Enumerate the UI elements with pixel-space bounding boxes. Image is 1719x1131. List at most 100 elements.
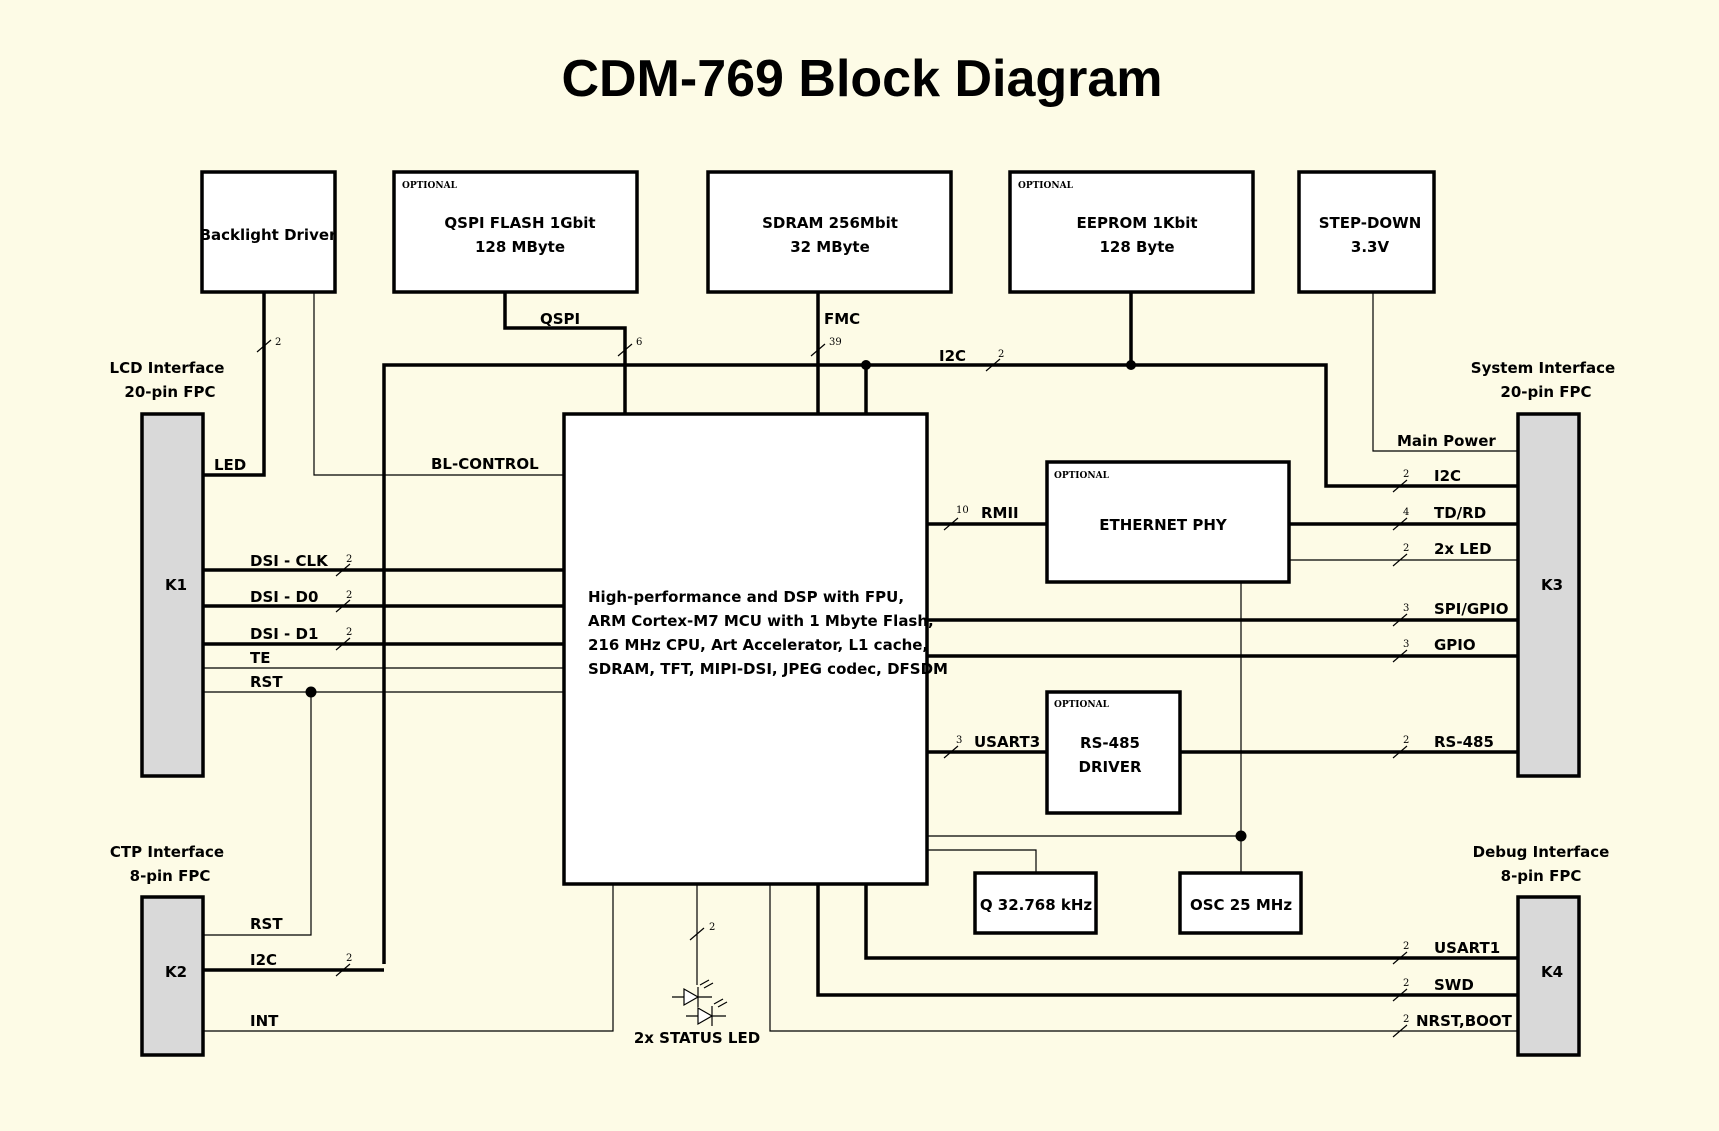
- signal-dsi-clk: DSI - CLK: [250, 552, 329, 570]
- signal-fmc: FMC: [824, 310, 860, 328]
- width-usart3: 3: [956, 735, 962, 746]
- width-status-led: 2: [709, 922, 715, 933]
- int-wire: [203, 884, 614, 1032]
- signal-rst-ctp: RST: [250, 915, 283, 933]
- osc32-block: Q 32.768 kHz: [973, 871, 1098, 935]
- usart1-wire: [864, 884, 1518, 960]
- width-usart1: 2: [1403, 941, 1409, 952]
- width-nrst-boot: 2: [1403, 1014, 1409, 1025]
- width-qspi: 6: [636, 337, 642, 348]
- width-dsi-d0: 2: [346, 590, 352, 601]
- ethernet-phy-label: ETHERNET PHY: [1099, 516, 1228, 534]
- junction-dot: [1235, 830, 1247, 842]
- rs485-driver-label-2: DRIVER: [1079, 758, 1142, 776]
- k2-title-1: CTP Interface: [110, 843, 224, 861]
- signal-i2c-ctp: I2C: [250, 951, 277, 969]
- optional-tag: OPTIONAL: [1018, 181, 1074, 191]
- ethernet-phy-block: OPTIONAL ETHERNET PHY: [1045, 460, 1291, 584]
- k1-label: K1: [165, 576, 187, 594]
- signal-rs485: RS-485: [1434, 733, 1494, 751]
- width-i2c-bus: 2: [998, 349, 1004, 360]
- eeprom-label-2: 128 Byte: [1099, 238, 1174, 256]
- signal-int: INT: [250, 1012, 279, 1030]
- mcu-desc-2: ARM Cortex-M7 MCU with 1 Mbyte Flash,: [588, 612, 934, 630]
- stepdown-label-2: 3.3V: [1351, 238, 1390, 256]
- width-dsi-d1: 2: [346, 627, 352, 638]
- signal-led: LED: [214, 456, 246, 474]
- signal-usart1: USART1: [1434, 939, 1500, 957]
- k2-label: K2: [165, 963, 187, 981]
- swd-wire: [816, 884, 1518, 997]
- k4-connector: Debug Interface 8-pin FPC K4: [1473, 843, 1610, 1057]
- rs485-driver-label-1: RS-485: [1080, 734, 1140, 752]
- osc32-label: Q 32.768 kHz: [980, 896, 1093, 914]
- width-i2c-ctp: 2: [346, 953, 352, 964]
- signal-i2c-sys: I2C: [1434, 467, 1461, 485]
- signal-te: TE: [250, 649, 270, 667]
- signal-qspi: QSPI: [540, 310, 580, 328]
- optional-tag: OPTIONAL: [1054, 700, 1110, 710]
- stepdown-label-1: STEP-DOWN: [1319, 214, 1422, 232]
- signal-gpio: GPIO: [1434, 636, 1476, 654]
- i2c-bus-wire: [382, 363, 1518, 964]
- sdram-label-2: 32 MByte: [790, 238, 870, 256]
- bus-widths: 2 6 39 2 2 2 2 2 10 3 2 2 4 2 3 3 2 2 2 …: [275, 337, 1409, 1025]
- backlight-driver-block: Backlight Driver: [200, 170, 337, 294]
- k2-title-2: 8-pin FPC: [130, 867, 211, 885]
- signal-main-power: Main Power: [1397, 432, 1496, 450]
- mcu-block: High-performance and DSP with FPU, ARM C…: [562, 412, 948, 886]
- optional-tag: OPTIONAL: [402, 181, 458, 191]
- backlight-driver-label: Backlight Driver: [200, 226, 337, 244]
- mcu-desc-4: SDRAM, TFT, MIPI-DSI, JPEG codec, DFSDM: [588, 660, 948, 678]
- eeprom-label-1: EEPROM 1Kbit: [1076, 214, 1197, 232]
- qspi-wire: [503, 292, 627, 414]
- k1-connector: LCD Interface 20-pin FPC K1: [110, 359, 225, 778]
- width-rmii: 10: [956, 505, 969, 516]
- rst-ctp-wire: [203, 692, 312, 936]
- stepdown-block: STEP-DOWN 3.3V: [1297, 170, 1436, 294]
- width-led2x: 2: [1403, 543, 1409, 554]
- k2-connector: CTP Interface 8-pin FPC K2: [110, 843, 224, 1057]
- k3-title-1: System Interface: [1471, 359, 1615, 377]
- qspi-flash-label-2: 128 MByte: [475, 238, 565, 256]
- k3-title-2: 20-pin FPC: [1500, 383, 1591, 401]
- page-title: CDM-769 Block Diagram: [561, 50, 1162, 108]
- width-swd: 2: [1403, 978, 1409, 989]
- width-gpio: 3: [1403, 639, 1409, 650]
- qspi-flash-label-1: QSPI FLASH 1Gbit: [444, 214, 595, 232]
- status-led-label: 2x STATUS LED: [634, 1029, 760, 1047]
- signal-tdrd: TD/RD: [1434, 504, 1486, 522]
- signal-spi-gpio: SPI/GPIO: [1434, 600, 1509, 618]
- signal-dsi-d1: DSI - D1: [250, 625, 318, 643]
- signal-rst-lcd: RST: [250, 673, 283, 691]
- bus-slashes: [256, 339, 1408, 1038]
- width-spi-gpio: 3: [1403, 603, 1409, 614]
- width-dsi-clk: 2: [346, 554, 352, 565]
- signal-usart3: USART3: [974, 733, 1040, 751]
- signal-rmii: RMII: [981, 504, 1019, 522]
- k4-title-1: Debug Interface: [1473, 843, 1610, 861]
- signal-bl-control: BL-CONTROL: [431, 455, 539, 473]
- wires: [203, 292, 1518, 1032]
- k3-label: K3: [1541, 576, 1563, 594]
- led-wire: [203, 292, 266, 477]
- eeprom-block: OPTIONAL EEPROM 1Kbit 128 Byte: [1008, 170, 1255, 294]
- k4-label: K4: [1541, 963, 1563, 981]
- qspi-flash-block: OPTIONAL QSPI FLASH 1Gbit 128 MByte: [392, 170, 639, 294]
- width-tdrd: 4: [1403, 507, 1409, 518]
- width-led: 2: [275, 337, 281, 348]
- signal-dsi-d0: DSI - D0: [250, 588, 318, 606]
- bl-control-wire: [313, 292, 564, 476]
- nrst-boot-wire: [769, 884, 1518, 1032]
- k1-title-2: 20-pin FPC: [124, 383, 215, 401]
- signal-swd: SWD: [1434, 976, 1474, 994]
- osc25-label: OSC 25 MHz: [1190, 896, 1292, 914]
- width-fmc: 39: [829, 337, 842, 348]
- signal-i2c-bus: I2C: [939, 347, 966, 365]
- osc32-wire: [927, 849, 1037, 873]
- signal-labels: LED BL-CONTROL QSPI FMC I2C DSI - CLK DS…: [214, 310, 1513, 1047]
- mcu-desc-1: High-performance and DSP with FPU,: [588, 588, 904, 606]
- sdram-label-1: SDRAM 256Mbit: [762, 214, 898, 232]
- k1-title-1: LCD Interface: [110, 359, 225, 377]
